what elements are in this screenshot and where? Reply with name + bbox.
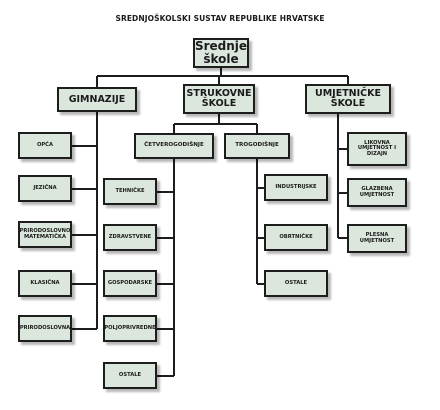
node-label: ZDRAVSTVENE (108, 233, 152, 240)
node-trogodisnje: TROGODIŠNJE (224, 133, 290, 159)
node-label: KLASIČNA (30, 279, 60, 286)
node-jezicna: JEZIČNA (18, 175, 72, 202)
node-label: POLJOPRIVREDNE (104, 324, 156, 331)
node-label: Srednje škole (194, 39, 248, 66)
node-label: OBRTNIČKE (279, 233, 313, 240)
node-label: UMJETNIČKE ŠKOLE (315, 88, 381, 109)
node-label: OSTALE (284, 279, 308, 286)
node-ostale-cetverogodisnje: OSTALE (103, 362, 157, 389)
node-label: PLESNA UMJETNOST (359, 232, 395, 244)
node-glazbena-umjetnost: GLAZBENA UMJETNOST (347, 178, 407, 207)
node-obrtnicke: OBRTNIČKE (264, 224, 328, 251)
node-label: PRIRODOSLOVNO MATEMATIČKA (19, 228, 71, 240)
node-klasicna: KLASIČNA (18, 270, 72, 297)
node-plesna-umjetnost: PLESNA UMJETNOST (347, 224, 407, 253)
node-label: STRUKOVNE ŠKOLE (186, 88, 252, 109)
node-label: GOSPODARSKE (107, 279, 153, 286)
node-label: LIKOVNA UMJETNOST I DIZAJN (357, 139, 397, 157)
node-label: TROGODIŠNJE (235, 142, 279, 149)
node-label: JEZIČNA (33, 184, 57, 191)
node-gimnazije: GIMNAZIJE (57, 87, 137, 112)
node-zdravstvene: ZDRAVSTVENE (103, 224, 157, 251)
node-label: INDUSTRIJSKE (275, 183, 317, 190)
node-likovna-umjetnost: LIKOVNA UMJETNOST I DIZAJN (347, 132, 407, 166)
node-prirodoslovna: PRIRODOSLOVNA (18, 315, 72, 342)
node-ostale-trogodisnje: OSTALE (264, 270, 328, 297)
node-prirodoslovno-matematicka: PRIRODOSLOVNO MATEMATIČKA (18, 221, 72, 248)
node-label: GIMNAZIJE (68, 93, 126, 105)
node-gospodarske: GOSPODARSKE (103, 270, 157, 297)
node-poljoprivredne: POLJOPRIVREDNE (103, 315, 157, 342)
node-cetverogodisnje: ČETVEROGODIŠNJE (134, 133, 214, 159)
node-strukovne-skole: STRUKOVNE ŠKOLE (183, 84, 255, 114)
node-label: PRIRODOSLOVNA (19, 324, 71, 331)
node-label: OPĆA (36, 141, 54, 148)
node-label: OSTALE (118, 371, 142, 378)
node-tehnicke: TEHNIČKE (103, 178, 157, 205)
node-srednje-skole: Srednje škole (193, 38, 249, 68)
diagram-title: SREDNJOŠKOLSKI SUSTAV REPUBLIKE HRVATSKE (115, 14, 325, 23)
node-label: ČETVEROGODIŠNJE (144, 142, 204, 149)
node-industrijske: INDUSTRIJSKE (264, 174, 328, 201)
node-opca: OPĆA (18, 132, 72, 159)
node-label: GLAZBENA UMJETNOST (359, 186, 395, 198)
node-umjetnicke-skole: UMJETNIČKE ŠKOLE (305, 84, 391, 114)
node-label: TEHNIČKE (115, 187, 145, 194)
